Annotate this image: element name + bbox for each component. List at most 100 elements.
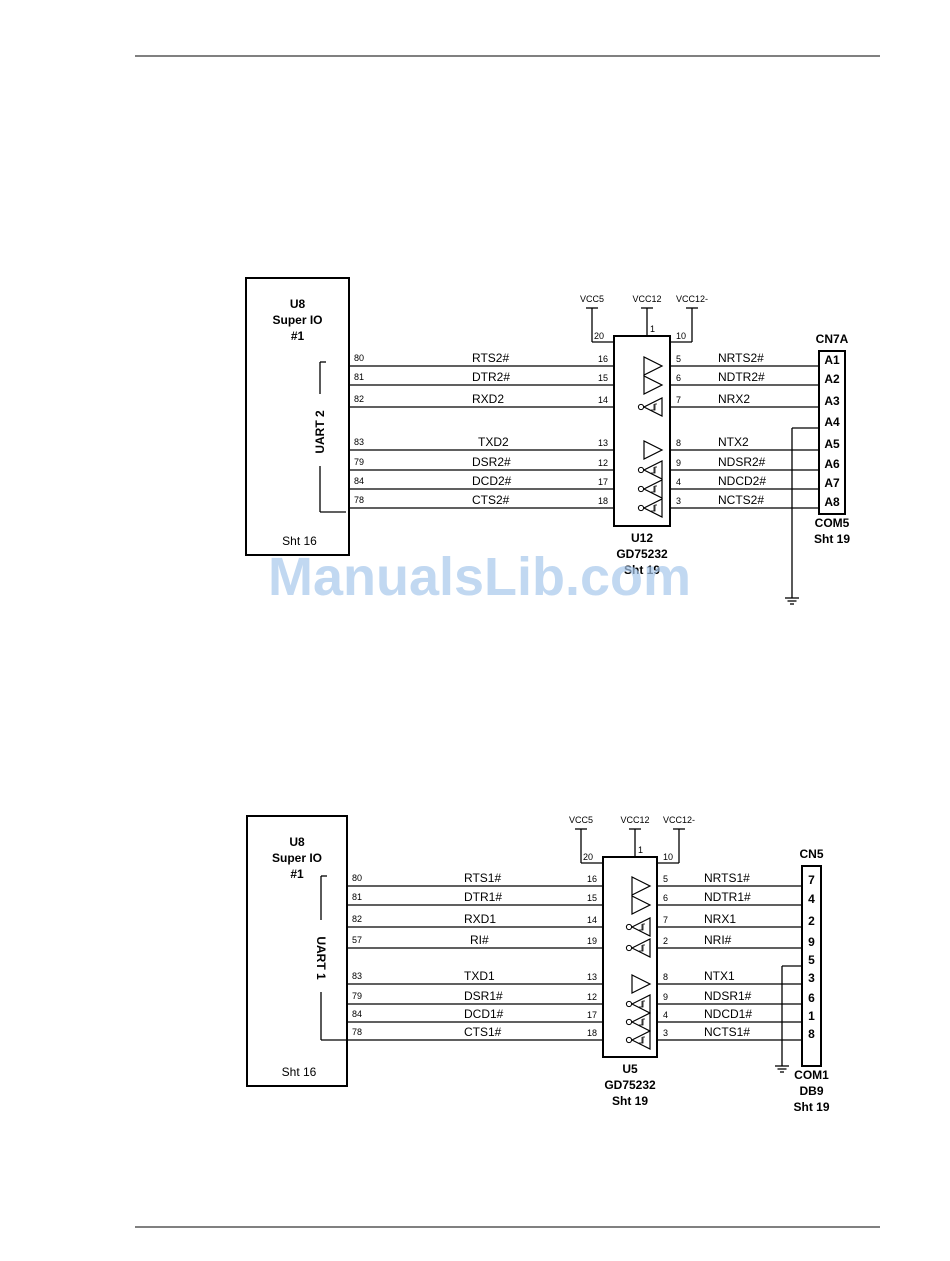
inversion-bubble bbox=[625, 1000, 633, 1008]
power-net-label: VCC12- bbox=[676, 294, 708, 304]
output-signal-name: NRX1 bbox=[704, 912, 736, 926]
schmitt-trigger-icon bbox=[639, 1000, 645, 1008]
driver-input-pin: 14 bbox=[587, 915, 597, 925]
chip-sheet-label: Sht 16 bbox=[282, 1065, 317, 1079]
connector-pin-label: 4 bbox=[808, 892, 815, 906]
inversion-bubble bbox=[625, 1018, 633, 1026]
watermark: ManualsLib.com bbox=[268, 547, 691, 607]
schmitt-trigger-icon bbox=[639, 944, 645, 952]
io-pin-number: 82 bbox=[354, 394, 364, 404]
line-receiver-symbol bbox=[642, 397, 663, 417]
uart-label: UART 2 bbox=[313, 410, 327, 454]
line-receiver-symbol bbox=[630, 938, 651, 958]
output-signal-name: NCTS2# bbox=[718, 493, 764, 507]
driver-ref-label: U12 bbox=[631, 531, 653, 545]
connector-pin-label: A8 bbox=[824, 495, 840, 509]
inversion-bubble bbox=[625, 923, 633, 931]
driver-input-pin: 15 bbox=[587, 893, 597, 903]
signal-name: DSR2# bbox=[472, 455, 511, 469]
power-pin-number: 10 bbox=[676, 331, 686, 341]
driver-input-pin: 19 bbox=[587, 936, 597, 946]
connector-sheet-label: Sht 19 bbox=[814, 532, 850, 546]
schmitt-trigger-icon bbox=[639, 923, 645, 931]
power-pin-number: 1 bbox=[638, 845, 643, 855]
io-pin-number: 78 bbox=[352, 1027, 362, 1037]
connector-pin-label: A6 bbox=[824, 457, 840, 471]
schmitt-trigger-icon bbox=[651, 466, 657, 474]
signal-name: DCD2# bbox=[472, 474, 512, 488]
schmitt-trigger-icon bbox=[639, 1036, 645, 1044]
driver-input-pin: 13 bbox=[587, 972, 597, 982]
driver-input-pin: 14 bbox=[598, 395, 608, 405]
uart-label: UART 1 bbox=[314, 936, 328, 980]
driver-part-label: GD75232 bbox=[604, 1078, 656, 1092]
signal-name: TXD1 bbox=[464, 969, 495, 983]
connector-pin-label: A2 bbox=[824, 372, 840, 386]
line-receiver-symbol bbox=[642, 460, 663, 480]
io-pin-number: 79 bbox=[352, 991, 362, 1001]
schmitt-trigger-icon bbox=[651, 403, 657, 411]
connector-type-label: DB9 bbox=[799, 1084, 823, 1098]
power-pin-number: 1 bbox=[650, 324, 655, 334]
driver-output-pin: 5 bbox=[676, 354, 681, 364]
connector-sheet-label: Sht 19 bbox=[793, 1100, 829, 1114]
super-io-chip bbox=[245, 277, 350, 556]
io-pin-number: 81 bbox=[352, 892, 362, 902]
connector-pin-label: 3 bbox=[808, 971, 815, 985]
line-driver-symbol bbox=[643, 356, 664, 376]
connector-ref-label: CN5 bbox=[799, 847, 823, 861]
driver-output-pin: 6 bbox=[663, 893, 668, 903]
output-signal-name: NTX2 bbox=[718, 435, 749, 449]
inversion-bubble bbox=[637, 403, 645, 411]
driver-output-pin: 9 bbox=[676, 458, 681, 468]
driver-input-pin: 12 bbox=[587, 992, 597, 1002]
driver-input-pin: 17 bbox=[598, 477, 608, 487]
driver-sheet-label: Sht 19 bbox=[624, 563, 660, 577]
chip-number-label: #1 bbox=[291, 329, 305, 343]
signal-name: TXD2 bbox=[478, 435, 509, 449]
schmitt-trigger-icon bbox=[651, 485, 657, 493]
signal-name: DCD1# bbox=[464, 1007, 504, 1021]
power-pin-number: 20 bbox=[583, 852, 593, 862]
power-net-label: VCC12 bbox=[620, 815, 649, 825]
output-signal-name: NRI# bbox=[704, 933, 732, 947]
line-driver-symbol bbox=[631, 876, 652, 896]
output-signal-name: NDTR1# bbox=[704, 890, 751, 904]
inversion-bubble bbox=[637, 485, 645, 493]
driver-input-pin: 13 bbox=[598, 438, 608, 448]
driver-output-pin: 8 bbox=[676, 438, 681, 448]
io-pin-number: 83 bbox=[354, 437, 364, 447]
signal-name: RXD1 bbox=[464, 912, 496, 926]
driver-output-pin: 8 bbox=[663, 972, 668, 982]
driver-input-pin: 18 bbox=[598, 496, 608, 506]
output-signal-name: NCTS1# bbox=[704, 1025, 750, 1039]
driver-output-pin: 7 bbox=[676, 395, 681, 405]
driver-output-pin: 2 bbox=[663, 936, 668, 946]
connector-pin-label: 8 bbox=[808, 1027, 815, 1041]
power-net-label: VCC5 bbox=[569, 815, 593, 825]
chip-sheet-label: Sht 16 bbox=[282, 534, 317, 548]
signal-name: RTS1# bbox=[464, 871, 501, 885]
connector-pin-label: A1 bbox=[824, 353, 840, 367]
connector-pin-label: A3 bbox=[824, 394, 840, 408]
schmitt-trigger-icon bbox=[651, 504, 657, 512]
signal-name: RTS2# bbox=[472, 351, 509, 365]
output-signal-name: NTX1 bbox=[704, 969, 735, 983]
driver-output-pin: 9 bbox=[663, 992, 668, 1002]
driver-output-pin: 4 bbox=[663, 1010, 668, 1020]
schmitt-trigger-icon bbox=[639, 1018, 645, 1026]
power-pin-number: 10 bbox=[663, 852, 673, 862]
driver-output-pin: 4 bbox=[676, 477, 681, 487]
power-pin-number: 20 bbox=[594, 331, 604, 341]
output-signal-name: NDCD2# bbox=[718, 474, 766, 488]
driver-input-pin: 15 bbox=[598, 373, 608, 383]
inversion-bubble bbox=[637, 466, 645, 474]
connector-pin-label: 2 bbox=[808, 914, 815, 928]
line-driver-symbol bbox=[643, 440, 664, 460]
signal-name: RXD2 bbox=[472, 392, 504, 406]
io-pin-number: 57 bbox=[352, 935, 362, 945]
output-signal-name: NDTR2# bbox=[718, 370, 765, 384]
signal-name: CTS2# bbox=[472, 493, 510, 507]
